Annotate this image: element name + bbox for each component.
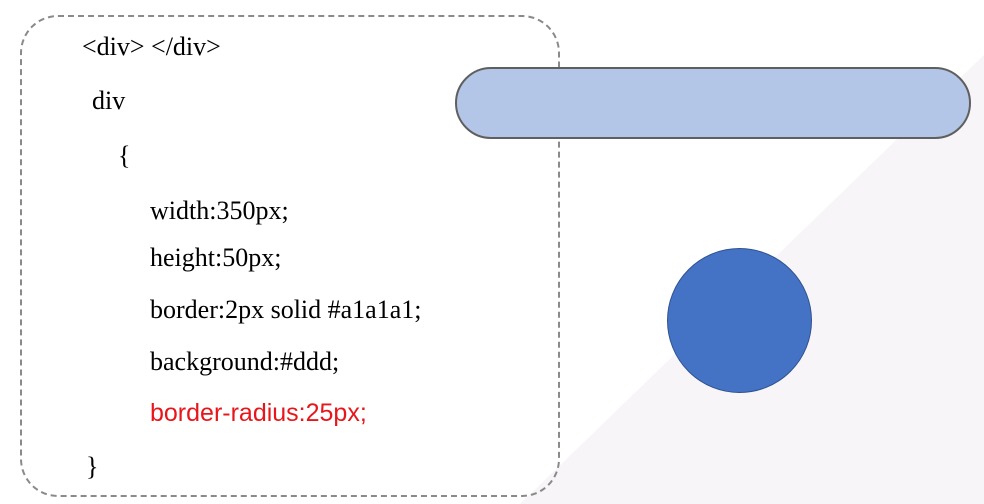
code-line-border-radius: border-radius:25px; — [150, 399, 367, 427]
circle-demo — [667, 248, 812, 393]
code-snippet-box — [20, 15, 560, 497]
rounded-rectangle-demo — [455, 67, 971, 139]
code-line-tag: <div> </div> — [82, 32, 221, 61]
code-line-height: height:50px; — [150, 243, 282, 272]
code-line-selector: div — [92, 86, 126, 115]
code-line-close-brace: } — [86, 452, 99, 481]
code-line-open-brace: { — [118, 141, 131, 170]
code-line-background: background:#ddd; — [150, 347, 340, 376]
code-line-width: width:350px; — [150, 196, 289, 225]
code-line-border: border:2px solid #a1a1a1; — [150, 295, 422, 324]
